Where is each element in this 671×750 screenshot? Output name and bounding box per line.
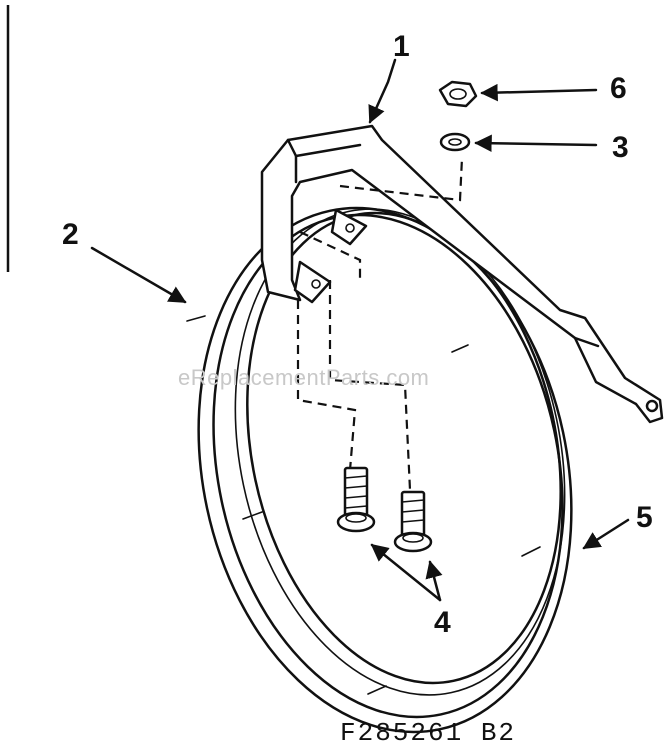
bolt-left	[336, 466, 376, 533]
watermark-text: eReplacementParts.com	[178, 365, 429, 390]
callout-6: 6	[610, 72, 627, 105]
support-bracket	[260, 124, 664, 424]
lock-washer	[439, 132, 471, 152]
assembly-guide-lines	[296, 157, 464, 491]
callout-1: 1	[393, 30, 410, 63]
outer-ring	[186, 206, 573, 734]
callout-2: 2	[62, 218, 79, 251]
callout-5: 5	[636, 501, 653, 534]
drawing-part-number: F285261 B2	[340, 718, 516, 748]
bolt-right	[393, 490, 433, 553]
hex-nut	[438, 80, 478, 108]
callout-3: 3	[612, 131, 629, 164]
callout-leaders	[90, 58, 630, 602]
callout-4: 4	[434, 606, 451, 639]
